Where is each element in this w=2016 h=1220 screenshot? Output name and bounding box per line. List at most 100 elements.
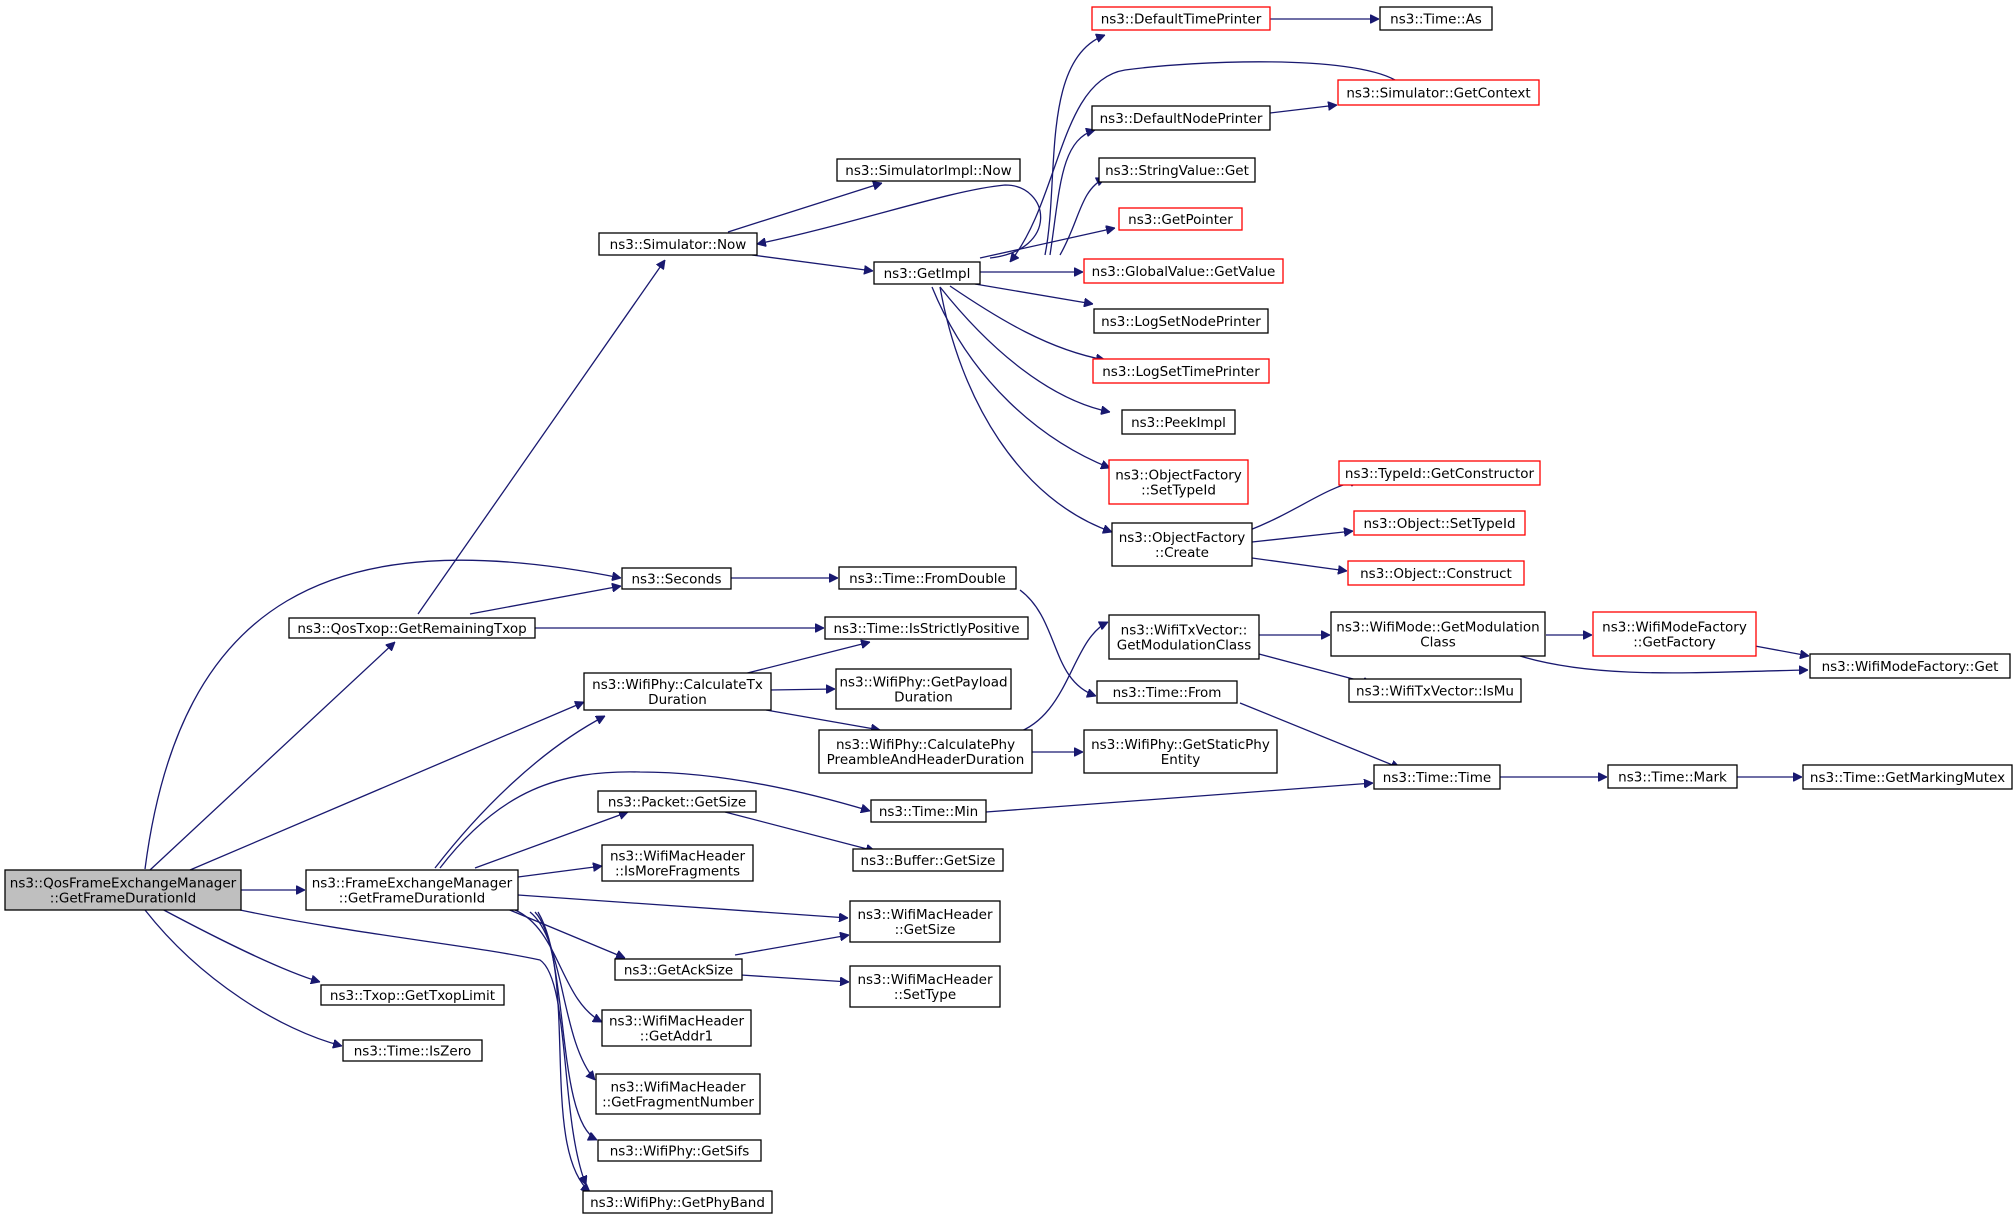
node-label: Class [1420, 635, 1456, 651]
node-timeas[interactable]: ns3::Time::As [1379, 6, 1493, 31]
node-ismorefrag[interactable]: ns3::WifiMacHeader::IsMoreFragments [601, 844, 754, 882]
node-label: ns3::WifiPhy::GetPhyBand [590, 1195, 765, 1211]
node-lognode[interactable]: ns3::LogSetNodePrinter [1093, 308, 1269, 334]
edge-fem-timemin [439, 771, 870, 869]
node-label: ns3::WifiMacHeader [610, 1080, 746, 1096]
edge-qostxop-seconds [469, 586, 621, 615]
node-modclass[interactable]: ns3::WifiTxVector::GetModulationClass [1108, 614, 1260, 660]
node-markmutex[interactable]: ns3::Time::GetMarkingMutex [1802, 764, 2013, 790]
node-modegetmod[interactable]: ns3::WifiMode::GetModulationClass [1330, 611, 1546, 657]
node-settype[interactable]: ns3::WifiMacHeader::SetType [849, 965, 1001, 1008]
node-isstrictpos[interactable]: ns3::Time::IsStrictlyPositive [824, 616, 1029, 640]
node-root[interactable]: ns3::QosFrameExchangeManager::GetFrameDu… [4, 869, 242, 911]
node-timetime[interactable]: ns3::Time::Time [1373, 764, 1501, 790]
edge-qostxop-simnow [417, 260, 665, 615]
node-box [873, 261, 981, 285]
node-label: ns3::Time::IsZero [354, 1044, 472, 1060]
node-timemark[interactable]: ns3::Time::Mark [1607, 764, 1738, 789]
edge-timemin-timetime [985, 783, 1373, 813]
node-box [583, 672, 772, 711]
node-label: ns3::SimulatorImpl::Now [845, 163, 1011, 179]
node-box [4, 869, 242, 911]
node-label: ns3::FrameExchangeManager [312, 876, 513, 892]
node-getaddr1[interactable]: ns3::WifiMacHeader::GetAddr1 [601, 1009, 752, 1047]
node-box [320, 984, 505, 1006]
node-getimpl[interactable]: ns3::GetImpl [873, 261, 981, 285]
node-getfactory[interactable]: ns3::WifiModeFactory::GetFactory [1592, 611, 1757, 657]
node-ofsettypeid[interactable]: ns3::ObjectFactory::SetTypeId [1108, 459, 1249, 505]
node-ofcreate[interactable]: ns3::ObjectFactory::Create [1111, 522, 1253, 567]
node-ismu[interactable]: ns3::WifiTxVector::IsMu [1348, 678, 1522, 703]
node-label: ns3::Buffer::GetSize [861, 853, 996, 869]
node-box [835, 668, 1012, 710]
edge-modegetmod-wmfget [1519, 655, 1808, 673]
edge-ofcreate-getctor [1249, 480, 1359, 531]
node-iszero[interactable]: ns3::Time::IsZero [342, 1039, 483, 1062]
node-txoplimit[interactable]: ns3::Txop::GetTxopLimit [320, 984, 505, 1006]
node-label: ns3::WifiMacHeader [857, 907, 993, 923]
edge-getimpl-simnow [757, 184, 1042, 259]
edge-fem-phyband [537, 911, 590, 1192]
node-wmfget[interactable]: ns3::WifiModeFactory::Get [1809, 653, 2011, 679]
node-label: ::Create [1155, 545, 1209, 561]
node-peekimpl[interactable]: ns3::PeekImpl [1121, 409, 1236, 435]
node-getpointer[interactable]: ns3::GetPointer [1118, 207, 1243, 231]
node-box [621, 567, 732, 590]
node-getcontext[interactable]: ns3::Simulator::GetContext [1337, 79, 1540, 106]
node-fragnum[interactable]: ns3::WifiMacHeader::GetFragmentNumber [595, 1073, 761, 1115]
node-box [1096, 680, 1238, 704]
node-box [595, 1073, 761, 1115]
node-defnodeprinter[interactable]: ns3::DefaultNodePrinter [1091, 105, 1271, 131]
node-getsifs[interactable]: ns3::WifiPhy::GetSifs [597, 1139, 762, 1162]
node-label: ns3::WifiPhy::GetSifs [610, 1144, 750, 1160]
edge-getimpl-stringget [1059, 178, 1105, 256]
edge-simnow-simimplnow [727, 183, 882, 233]
node-stringget[interactable]: ns3::StringValue::Get [1098, 157, 1256, 183]
node-label: ns3::DefaultTimePrinter [1101, 12, 1262, 28]
node-timemin[interactable]: ns3::Time::Min [870, 799, 987, 823]
node-label: ns3::Simulator::Now [610, 237, 747, 253]
node-label: ::GetAddr1 [640, 1029, 713, 1045]
edge-calctx-payload [769, 689, 835, 690]
node-box [1338, 460, 1541, 486]
edge-getacksize-machdrsize [734, 935, 849, 956]
node-label: ns3::Object::Construct [1360, 566, 1512, 582]
node-pktsize[interactable]: ns3::Packet::GetSize [597, 790, 757, 813]
node-getacksize[interactable]: ns3::GetAckSize [614, 958, 743, 981]
node-label: ns3::ObjectFactory [1115, 468, 1242, 484]
node-machdrsize[interactable]: ns3::WifiMacHeader::GetSize [849, 900, 1001, 943]
edge-ofcreate-objconstruct [1251, 557, 1347, 571]
edge-fromdouble-timefrom [1019, 589, 1096, 696]
node-seconds[interactable]: ns3::Seconds [621, 567, 732, 590]
node-label: ns3::WifiPhy::GetStaticPhy [1091, 737, 1270, 753]
node-box [1091, 105, 1271, 131]
node-label: ns3::Time::As [1390, 12, 1482, 28]
node-simnow[interactable]: ns3::Simulator::Now [598, 232, 758, 256]
node-deftimeprinter[interactable]: ns3::DefaultTimePrinter [1091, 6, 1271, 31]
node-timefrom[interactable]: ns3::Time::From [1096, 680, 1238, 704]
node-phyband[interactable]: ns3::WifiPhy::GetPhyBand [582, 1190, 773, 1214]
node-label: ns3::QosFrameExchangeManager [10, 876, 237, 892]
edge-defnodeprinter-getcontext [1269, 105, 1337, 114]
node-objsettypeid[interactable]: ns3::Object::SetTypeId [1353, 510, 1526, 536]
node-globalval[interactable]: ns3::GlobalValue::GetValue [1083, 258, 1284, 284]
node-simimplnow[interactable]: ns3::SimulatorImpl::Now [836, 158, 1021, 182]
node-fem[interactable]: ns3::FrameExchangeManager::GetFrameDurat… [305, 869, 519, 911]
node-logtime[interactable]: ns3::LogSetTimePrinter [1092, 358, 1270, 384]
node-buffersize[interactable]: ns3::Buffer::GetSize [852, 848, 1004, 872]
node-label: ns3::Txop::GetTxopLimit [330, 988, 495, 1004]
node-qostxop[interactable]: ns3::QosTxop::GetRemainingTxop [288, 617, 536, 639]
node-calcphy[interactable]: ns3::WifiPhy::CalculatePhyPreambleAndHea… [818, 729, 1033, 774]
node-label: Duration [894, 690, 953, 706]
node-getctor[interactable]: ns3::TypeId::GetConstructor [1338, 460, 1541, 486]
node-objconstruct[interactable]: ns3::Object::Construct [1347, 560, 1525, 586]
edge-getimpl-defnodeprinter [1049, 130, 1095, 256]
node-fromdouble[interactable]: ns3::Time::FromDouble [838, 566, 1017, 590]
node-box [1379, 6, 1493, 31]
node-label: ::SetType [894, 987, 956, 1003]
edge-fem-fragnum [529, 911, 595, 1080]
